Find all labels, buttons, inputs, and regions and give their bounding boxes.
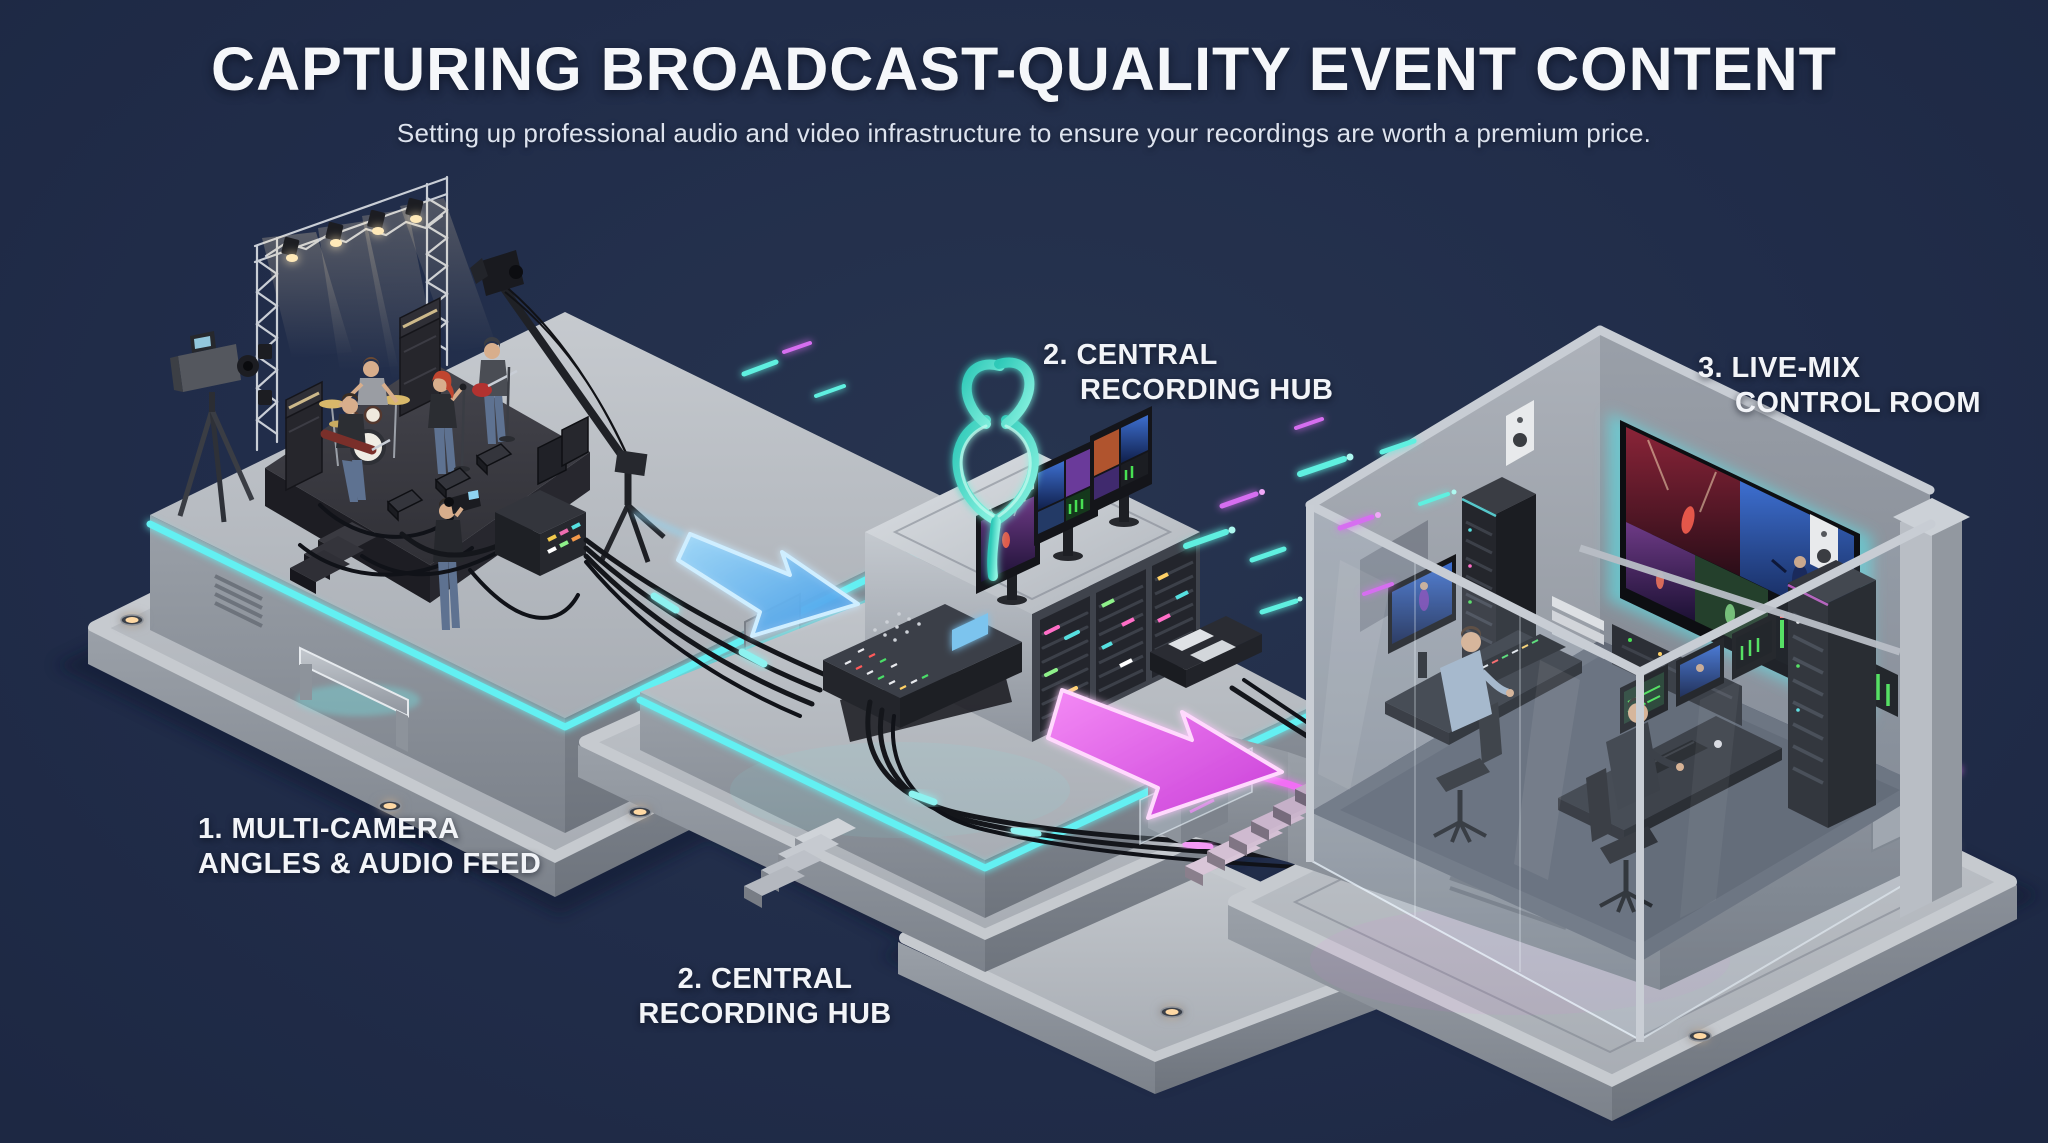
teal-ribbon <box>952 357 1039 581</box>
control-room-building <box>1139 325 2017 1121</box>
stage-steps <box>290 522 378 594</box>
signal-arrow-blue <box>632 510 860 638</box>
label-step2-bottom-line1: 2. CENTRAL <box>677 963 853 995</box>
platform-light <box>628 806 652 818</box>
signal-cables-stage-to-hub <box>583 537 831 718</box>
camera-jib-crane <box>470 250 666 563</box>
label-step2-bottom: 2. CENTRAL RECORDING HUB <box>600 962 930 1033</box>
platform-light <box>1160 1006 1184 1018</box>
rack-bay <box>1096 569 1146 705</box>
wall-speaker <box>1810 514 1838 578</box>
glass-walls <box>1309 503 1906 1042</box>
vent-grille <box>214 574 263 628</box>
studio-camera-tripod <box>170 331 259 523</box>
label-step1: 1. MULTI-CAMERA ANGLES & AUDIO FEED <box>198 812 541 883</box>
label-step2-top-line1: 2. CENTRAL <box>1043 339 1218 371</box>
band-guitarist <box>472 337 518 444</box>
hub-stairs <box>744 818 856 908</box>
monitor-multiview <box>1034 438 1098 561</box>
monitor-multiview <box>1090 406 1152 527</box>
label-step3: 3. LIVE-MIX CONTROL ROOM <box>1698 351 1981 422</box>
glass-roof-frame <box>1305 325 1970 1042</box>
data-particles <box>741 341 1457 615</box>
page-subtitle: Setting up professional audio and video … <box>396 118 1652 148</box>
label-step1-line1: 1. MULTI-CAMERA <box>198 813 460 845</box>
wall-speaker <box>1506 400 1534 466</box>
operator-1 <box>1433 626 1514 843</box>
label-step3-line1: 3. LIVE-MIX <box>1698 352 1861 384</box>
label-step2-bottom-line2: RECORDING HUB <box>638 998 892 1031</box>
page-title: CAPTURING BROADCAST-QUALITY EVENT CONTEN… <box>211 35 1837 103</box>
marshall-amp-stacks <box>285 296 441 492</box>
label-step1-line2: ANGLES & AUDIO FEED <box>198 848 542 881</box>
cable-connectors <box>547 522 581 554</box>
label-step2-top-line2: RECORDING HUB <box>1080 374 1334 407</box>
stage-wedge-monitors <box>386 415 589 522</box>
platform-light <box>120 614 402 812</box>
stage-breakout-box <box>360 490 586 577</box>
signal-arrow-pink <box>1046 688 1284 820</box>
bench <box>296 646 420 752</box>
label-step2-top: 2. CENTRAL RECORDING HUB <box>1043 338 1333 409</box>
storage-drawer <box>1150 616 1262 688</box>
control-room-interior <box>1310 330 1930 962</box>
label-step3-line2: CONTROL ROOM <box>1735 387 1981 420</box>
band-bassist <box>320 393 391 502</box>
